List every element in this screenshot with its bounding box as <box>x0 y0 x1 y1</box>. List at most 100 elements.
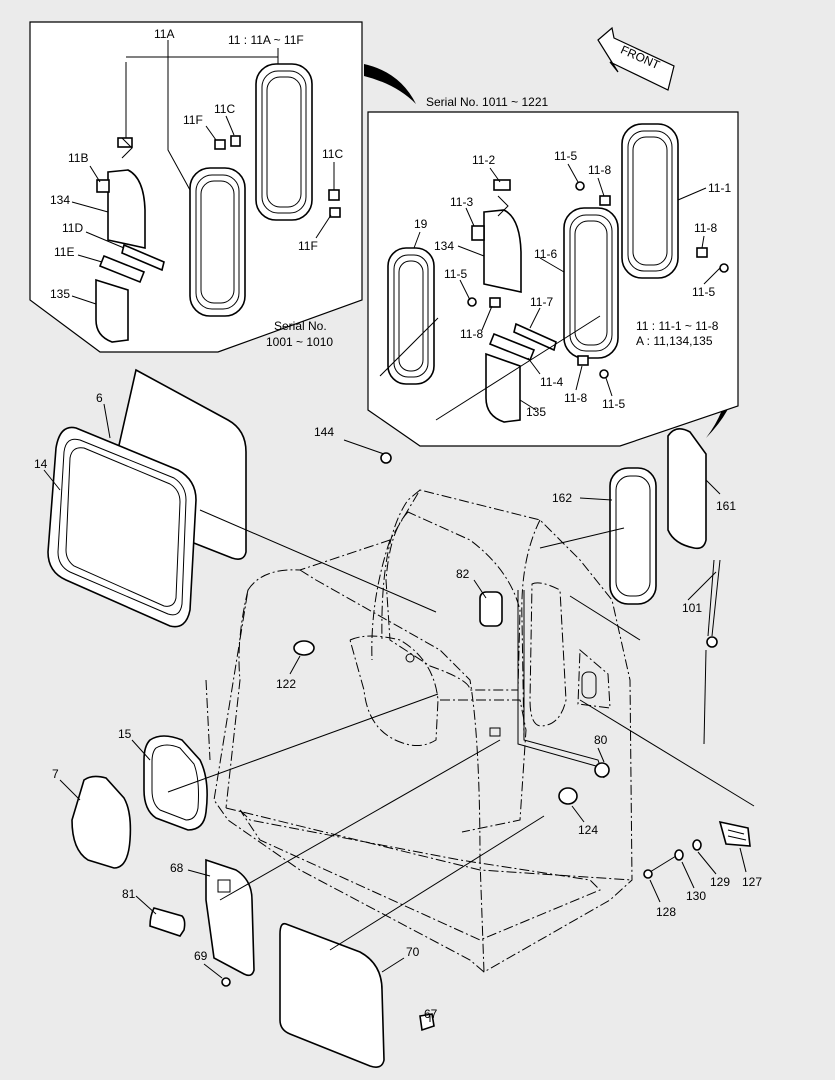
glass-135-b <box>485 352 521 423</box>
label-124: 124 <box>578 823 598 837</box>
label-11-8-2: 11-8 <box>694 221 717 235</box>
cab-outline <box>205 489 633 973</box>
label-11f-1: 11F <box>183 113 203 127</box>
label-11b: 11B <box>68 151 88 165</box>
label-11a: 11A <box>154 27 174 41</box>
window-frame-11-6 <box>563 207 619 359</box>
label-11-5-4: 11-5 <box>602 397 625 411</box>
label-11e: 11E <box>54 245 74 259</box>
cab-slot <box>581 671 597 699</box>
screw-11-5-b <box>719 263 729 273</box>
window-frame-15 <box>143 735 208 831</box>
part-80 <box>594 762 610 778</box>
clip-11c-a <box>230 135 241 147</box>
inset-a-serial-line2: 1001 ~ 1010 <box>266 335 333 349</box>
cab-square-hole <box>489 727 501 737</box>
label-11c-1: 11C <box>214 102 235 116</box>
label-11-3: 11-3 <box>450 195 473 209</box>
label-101: 101 <box>682 601 702 615</box>
label-69: 69 <box>194 949 208 963</box>
clip-11f-a <box>214 139 226 150</box>
inset-a-serial-line1: Serial No. <box>274 319 327 333</box>
label-11-8-1: 11-8 <box>588 163 611 177</box>
window-frame-162 <box>609 467 657 605</box>
label-134-b: 134 <box>434 239 454 253</box>
pad-81 <box>149 907 186 937</box>
label-11-8-4: 11-8 <box>564 391 587 405</box>
block-11-8-a <box>599 195 611 206</box>
latch-11-3 <box>471 225 485 241</box>
screw-11-5-a <box>575 181 585 191</box>
inset-serial-1011-1221: Serial No. 1011 ~ 1221 <box>367 95 739 447</box>
label-129: 129 <box>710 875 730 889</box>
label-144: 144 <box>314 425 334 439</box>
label-135-a: 135 <box>50 287 70 301</box>
label-11-6: 11-6 <box>534 247 557 261</box>
clip-11f-b <box>329 207 341 218</box>
grommet-124 <box>558 787 578 805</box>
label-11-5-2: 11-5 <box>692 285 715 299</box>
glass-7 <box>71 775 132 869</box>
label-11c-2: 11C <box>322 147 343 161</box>
label-7: 7 <box>52 767 59 781</box>
clip-top-a <box>117 137 133 148</box>
glass-135-a <box>95 278 129 343</box>
inset-b-note-line2: A : 11,134,135 <box>636 334 713 348</box>
label-80: 80 <box>594 733 608 747</box>
window-frame-11a <box>189 167 246 317</box>
inset-serial-1001-1010: 11A 11 : 11A ~ 11F 11C 11F 11C 11B 134 1… <box>29 21 363 353</box>
label-130: 130 <box>686 889 706 903</box>
label-162: 162 <box>552 491 572 505</box>
label-128: 128 <box>656 905 676 919</box>
antenna-101 <box>703 559 721 745</box>
label-14: 14 <box>34 457 48 471</box>
inset-a-title: 11 : 11A ~ 11F <box>228 33 304 47</box>
window-frame-14 <box>47 426 197 628</box>
screw-11-5-d <box>599 369 609 379</box>
label-122: 122 <box>276 677 296 691</box>
latch-11b <box>96 179 110 193</box>
label-11-4: 11-4 <box>540 375 563 389</box>
label-11-7: 11-7 <box>530 295 553 309</box>
block-11-8-d <box>577 355 589 366</box>
label-11f-2: 11F <box>298 239 318 253</box>
glass-161 <box>667 428 707 550</box>
strip-11e <box>98 254 146 284</box>
window-frame-19 <box>387 247 435 385</box>
label-161: 161 <box>716 499 736 513</box>
label-70: 70 <box>406 945 420 959</box>
label-81: 81 <box>122 887 136 901</box>
label-68: 68 <box>170 861 184 875</box>
label-82: 82 <box>456 567 470 581</box>
clip-11-2 <box>493 179 511 191</box>
label-11-2: 11-2 <box>472 153 495 167</box>
label-11-8-3: 11-8 <box>460 327 483 341</box>
label-6: 6 <box>96 391 103 405</box>
bolt-69 <box>221 977 231 987</box>
label-11-5-1: 11-5 <box>554 149 577 163</box>
cab-hole <box>405 653 415 663</box>
inset-b-note-line1: 11 : 11-1 ~ 11-8 <box>636 319 719 333</box>
label-15: 15 <box>118 727 132 741</box>
plate-68 <box>205 858 255 977</box>
window-frame-11f <box>255 63 313 221</box>
front-arrow: FRONT <box>597 26 675 91</box>
strip-11-7 <box>513 322 557 352</box>
label-134-a: 134 <box>50 193 70 207</box>
clip-11c-b <box>328 189 340 201</box>
label-127: 127 <box>742 875 762 889</box>
pad-82 <box>479 591 503 627</box>
block-11-8-c <box>489 297 501 308</box>
label-19: 19 <box>414 217 428 231</box>
window-frame-11-1 <box>621 123 679 279</box>
strip-11d <box>121 243 165 272</box>
inset-b-title: Serial No. 1011 ~ 1221 <box>426 95 549 109</box>
block-11-8-b <box>696 247 708 258</box>
glass-134-a <box>107 169 146 249</box>
hardware-127-130 <box>643 820 751 879</box>
cable-80 <box>523 590 605 779</box>
label-11d: 11D <box>62 221 83 235</box>
plate-70 <box>279 922 385 1068</box>
label-135-b: 135 <box>526 405 546 419</box>
